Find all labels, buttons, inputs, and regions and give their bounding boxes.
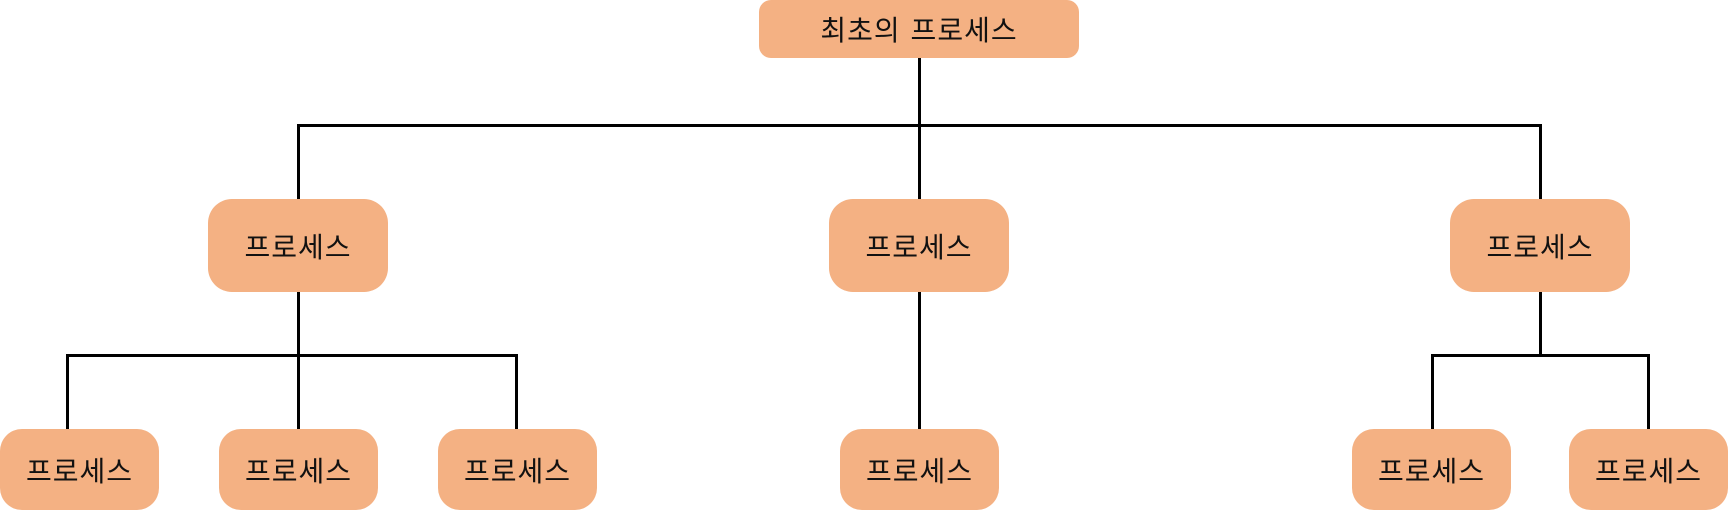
root-process-node: 최초의 프로세스 — [759, 0, 1079, 58]
connector-left-down — [297, 291, 300, 429]
process-node-label: 프로세스 — [244, 230, 352, 264]
process-node-center: 프로세스 — [829, 199, 1009, 292]
connector-to-leaf-1 — [66, 354, 69, 429]
connector-right-down — [1539, 291, 1542, 357]
leaf-process-node-6: 프로세스 — [1569, 429, 1728, 510]
leaf-process-label: 프로세스 — [1377, 454, 1486, 488]
leaf-process-node-3: 프로세스 — [438, 429, 597, 510]
connector-root-down — [918, 58, 921, 126]
connector-to-right-process — [1539, 124, 1542, 199]
connector-center-down — [918, 291, 921, 429]
process-node-label: 프로세스 — [865, 230, 973, 264]
connector-to-leaf-7 — [1647, 354, 1650, 429]
leaf-process-label: 프로세스 — [463, 454, 572, 488]
leaf-process-label: 프로세스 — [25, 454, 134, 488]
leaf-process-node-1: 프로세스 — [0, 429, 159, 510]
connector-to-center-process — [918, 124, 921, 199]
leaf-process-label: 프로세스 — [865, 454, 974, 488]
leaf-process-node-4: 프로세스 — [840, 429, 999, 510]
process-node-right: 프로세스 — [1450, 199, 1630, 292]
process-node-left: 프로세스 — [208, 199, 388, 292]
connector-right-bus — [1431, 354, 1650, 357]
connector-to-left-process — [297, 124, 300, 199]
connector-to-leaf-3 — [515, 354, 518, 429]
root-process-label: 최초의 프로세스 — [820, 14, 1018, 47]
connector-left-bus — [66, 354, 518, 357]
leaf-process-node-5: 프로세스 — [1352, 429, 1511, 510]
leaf-process-node-2: 프로세스 — [219, 429, 378, 510]
process-node-label: 프로세스 — [1486, 230, 1594, 264]
connector-to-leaf-6 — [1431, 354, 1434, 429]
leaf-process-label: 프로세스 — [244, 454, 353, 488]
leaf-process-label: 프로세스 — [1594, 454, 1703, 488]
